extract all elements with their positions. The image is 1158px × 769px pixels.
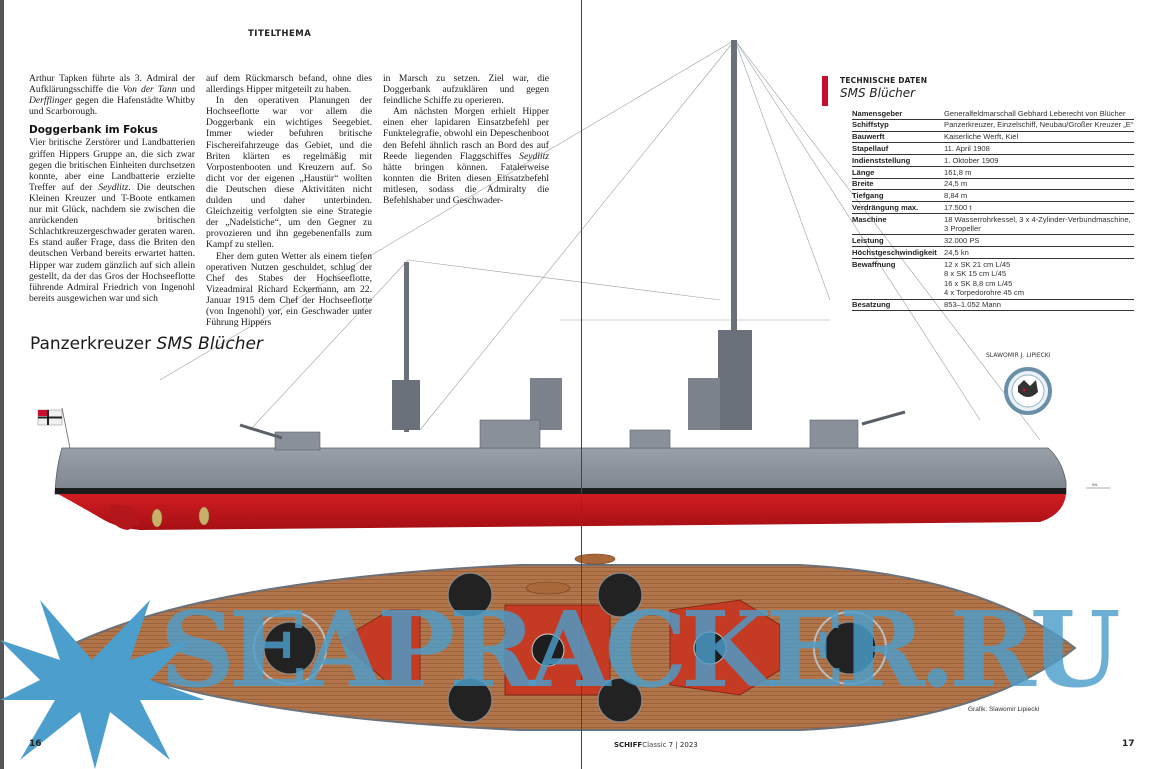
accent-bar — [822, 76, 828, 106]
tech-key: Bewaffnung — [852, 258, 944, 300]
paragraph: Eher dem guten Wetter als einem tiefen o… — [206, 250, 372, 329]
article-column-3: in Marsch zu setzen. Ziel war, die Dogge… — [383, 73, 549, 206]
artist-seal — [1004, 367, 1052, 415]
paragraph: in Marsch zu setzen. Ziel war, die Dogge… — [383, 73, 549, 107]
turrets-side — [239, 410, 906, 451]
funnel-top — [531, 633, 565, 667]
paragraph: Am nächsten Morgen erhielt Hipper einen … — [383, 106, 549, 207]
tech-value: 24,5 kn — [944, 246, 1134, 259]
tech-value: 161,8 m — [944, 166, 1134, 179]
tech-key: Maschine — [852, 213, 944, 236]
tech-title: SMS Blücher — [840, 86, 916, 100]
page-fold — [581, 0, 582, 769]
tech-key: Höchstgeschwindigkeit — [852, 246, 944, 259]
paragraph: auf dem Rückmarsch befand, ohne dies all… — [206, 73, 372, 96]
tech-key: Tiefgang — [852, 189, 944, 203]
plate-title: Panzerkreuzer SMS Blücher — [30, 334, 263, 354]
page-number-right: 17 — [1122, 739, 1135, 749]
tech-value: 1. Oktober 1909 — [944, 154, 1134, 167]
tech-value: 17.500 t — [944, 201, 1134, 215]
ship-boat — [574, 553, 616, 565]
hull-lower — [58, 494, 1066, 530]
tech-value: 24,5 m — [944, 178, 1134, 191]
tech-key: Leistung — [852, 234, 944, 248]
tech-value: Generalfeldmarschall Gebhard Leberecht v… — [944, 108, 1134, 120]
funnel-top — [693, 631, 727, 665]
tech-kicker: TECHNISCHE DATEN — [840, 76, 928, 85]
tech-value: 12 x SK 21 cm L/45 8 x SK 15 cm L/45 16 … — [944, 258, 1134, 300]
masts — [392, 40, 752, 432]
tech-key: Namensgeber — [852, 108, 944, 120]
watermark-starburst — [0, 600, 205, 769]
tech-key: Indienststellung — [852, 154, 944, 167]
page-number-left: 16 — [29, 739, 42, 749]
section-heading: Doggerbank im Fokus — [29, 124, 158, 137]
graphic-credit: Grafik: Slawomir Lipiecki — [968, 706, 1040, 713]
barbette-rings — [253, 611, 887, 685]
tech-value: 853–1.052 Mann — [944, 299, 1134, 312]
tech-row: Verdrängung max.17.500 t — [852, 201, 1134, 215]
article-column-2: auf dem Rückmarsch befand, ohne dies all… — [206, 73, 372, 328]
tech-value: 32.000 PS — [944, 234, 1134, 248]
tech-key: Schiffstyp — [852, 119, 944, 132]
ensign-flag — [37, 407, 71, 449]
tech-key: Verdrängung max. — [852, 201, 944, 215]
tech-value: 11. April 1908 — [944, 142, 1134, 156]
article-column-1: Arthur Tapken führte als 3. Admiral der … — [29, 73, 195, 304]
tech-key: Stapellauf — [852, 142, 944, 156]
rigging — [159, 39, 1041, 441]
propellers — [151, 506, 210, 528]
rudder — [109, 505, 140, 530]
tech-value: 18 Wasserrohrkessel, 3 x 4-Zylinder-Verb… — [944, 213, 1134, 236]
waterline-label: WL — [1092, 482, 1099, 487]
tech-key: Bauwerft — [852, 131, 944, 144]
deck-turrets — [263, 572, 877, 723]
tech-key: Länge — [852, 166, 944, 179]
paragraph: In den operativen Planungen der Hochseef… — [206, 95, 372, 251]
tech-key: Besatzung — [852, 299, 944, 312]
hull-upper — [54, 447, 1067, 495]
tech-value: Panzerkreuzer, Einzelschiff, Neubau/Groß… — [944, 119, 1134, 132]
tech-value: Kaiserliche Werft, Kiel — [944, 131, 1134, 144]
magazine-footer: SCHIFFClassic 7 | 2023 — [614, 741, 698, 749]
running-head: TITELTHEMA — [248, 29, 312, 39]
page-edge — [0, 0, 4, 769]
ship-boat — [525, 581, 571, 595]
tech-key: Breite — [852, 178, 944, 191]
tech-value: 8,84 m — [944, 189, 1134, 203]
paragraph: Vier britische Zerstörer und Landbatteri… — [29, 137, 195, 304]
boot-topping — [55, 488, 1066, 494]
tech-data-box: TECHNISCHE DATEN SMS Blücher Namensgeber… — [822, 76, 1135, 312]
paragraph: Arthur Tapken führte als 3. Admiral der … — [29, 73, 195, 118]
artist-signature: SLAWOMIR J. LIPIECKI — [986, 352, 1051, 359]
